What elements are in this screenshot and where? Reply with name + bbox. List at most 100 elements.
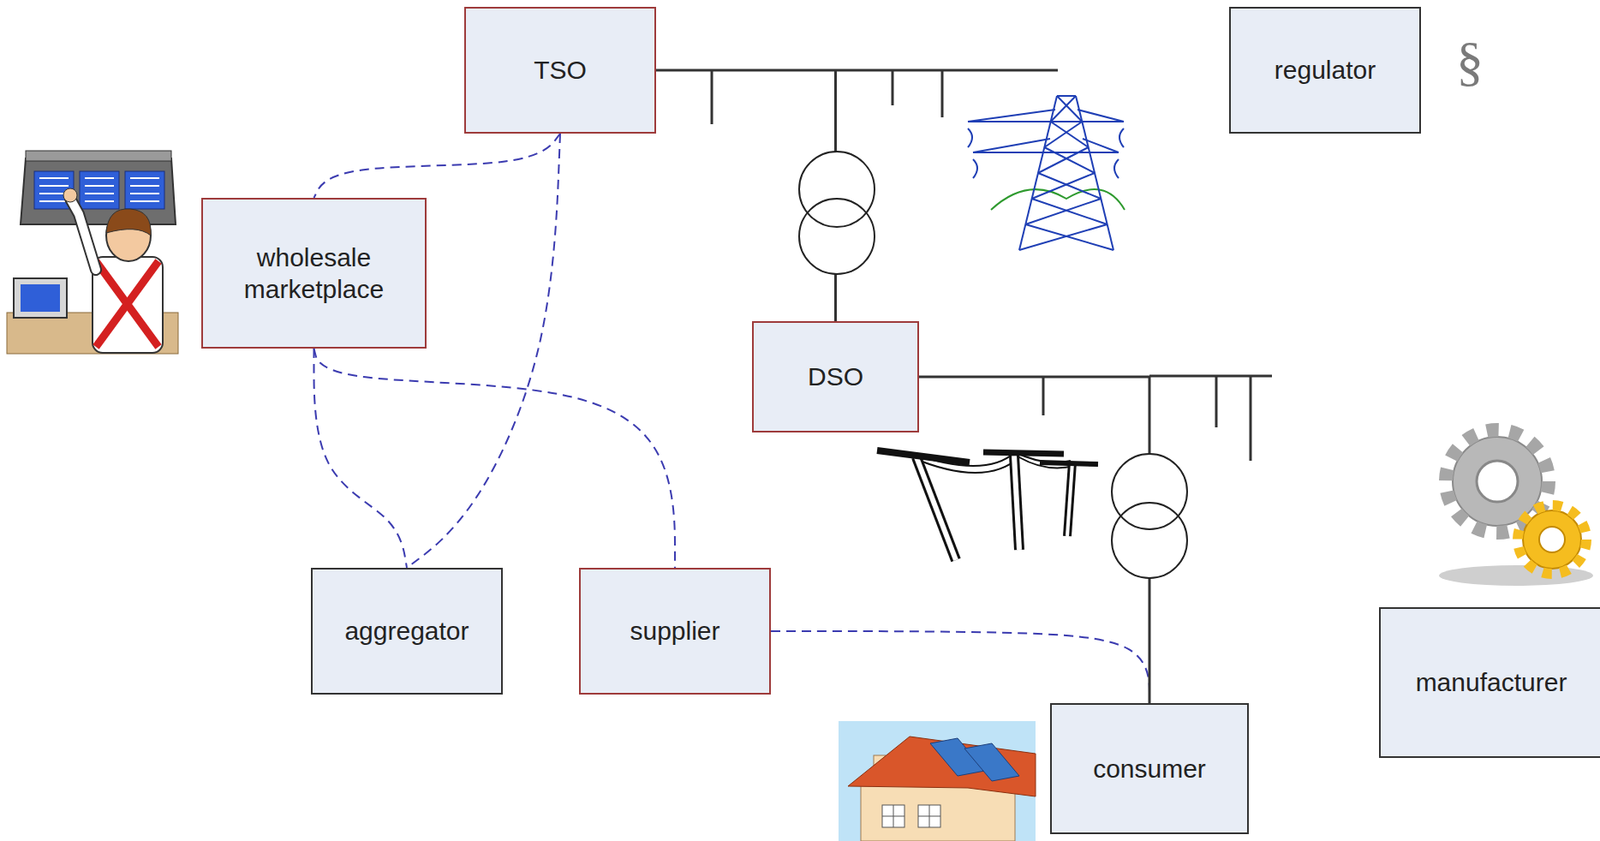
transformer-symbol bbox=[799, 151, 875, 275]
node-label: supplier bbox=[629, 614, 720, 648]
regulator-box: regulator bbox=[1229, 6, 1421, 134]
operator-illustration-part bbox=[106, 209, 151, 262]
pylon-illustration-part-part bbox=[1025, 198, 1101, 225]
transmission-bus-part bbox=[941, 70, 944, 118]
house-illustration-part bbox=[838, 721, 1036, 841]
gears-illustration-part bbox=[1539, 526, 1565, 553]
pylon-illustration-part-part bbox=[1025, 224, 1114, 251]
operator-illustration bbox=[6, 150, 179, 354]
operator-illustration-part bbox=[106, 208, 151, 236]
pylon-illustration-part-part bbox=[1050, 95, 1076, 122]
pylon-illustration-part bbox=[967, 128, 1124, 179]
pylon-illustration-part-part bbox=[1032, 173, 1095, 199]
gears-illustration bbox=[1438, 429, 1594, 586]
poles-illustration-part bbox=[1014, 455, 1020, 550]
pylon-illustration-part bbox=[1056, 95, 1076, 97]
relation-connector bbox=[406, 133, 561, 568]
manufacturer-box: manufacturer bbox=[1379, 607, 1600, 759]
poles-illustration-part bbox=[1039, 462, 1099, 465]
house-illustration bbox=[838, 721, 1036, 841]
poles-illustration-part bbox=[1014, 455, 1020, 550]
pylon-illustration-part-part bbox=[1032, 198, 1108, 225]
poles-illustration-part bbox=[1067, 462, 1073, 537]
distribution-bus-part bbox=[1042, 376, 1045, 416]
distribution-bus-part bbox=[1249, 376, 1253, 461]
node-label: regulator bbox=[1274, 53, 1376, 87]
poles-illustration-part bbox=[916, 457, 956, 561]
consumer-box: consumer bbox=[1050, 703, 1249, 835]
operator-illustration-part bbox=[79, 171, 120, 209]
pylon-illustration-part-part bbox=[1038, 147, 1089, 174]
house-illustration-part bbox=[882, 805, 941, 828]
operator-illustration-part-part bbox=[39, 177, 69, 180]
market-box: wholesale marketplace bbox=[201, 197, 427, 349]
operator-illustration-part bbox=[20, 158, 176, 225]
relation-connector bbox=[314, 348, 408, 568]
pylon-illustration-part bbox=[1019, 95, 1057, 251]
operator-illustration-part bbox=[95, 261, 159, 347]
gears-illustration-part bbox=[1452, 436, 1542, 526]
transmission-bus-part bbox=[891, 70, 895, 106]
poles-illustration-part bbox=[911, 457, 1075, 473]
transformer-symbol bbox=[1111, 453, 1188, 579]
relation-connector bbox=[314, 133, 562, 198]
grid-line bbox=[656, 70, 836, 322]
grid-line bbox=[919, 376, 1150, 704]
poles-illustration-part bbox=[1067, 462, 1073, 537]
pylon-illustration-part-part bbox=[1050, 121, 1089, 148]
operator-illustration-part bbox=[20, 284, 60, 312]
gears-illustration-part bbox=[1522, 510, 1582, 569]
tso-box: TSO bbox=[464, 6, 657, 134]
node-label: DSO bbox=[807, 360, 864, 394]
transformer-symbol-part bbox=[1111, 502, 1188, 579]
transformer-symbol-part bbox=[1111, 453, 1188, 530]
pylon-illustration-part bbox=[991, 189, 1125, 210]
pylon-illustration-part-part bbox=[1019, 224, 1108, 251]
house-illustration-part bbox=[882, 805, 905, 828]
operator-illustration-part bbox=[39, 178, 160, 202]
transmission-bus-part bbox=[710, 70, 714, 125]
operator-illustration-part bbox=[70, 198, 96, 270]
operator-illustration-part-part bbox=[130, 177, 160, 180]
gears-illustration-part bbox=[1476, 460, 1518, 502]
operator-illustration-part-part bbox=[84, 192, 114, 195]
pylon-illustration-part bbox=[973, 151, 1119, 154]
pylon-illustration-part bbox=[967, 120, 1124, 123]
operator-illustration-part-part bbox=[130, 192, 160, 195]
node-label: aggregator bbox=[344, 614, 469, 648]
operator-illustration-part-part bbox=[130, 185, 160, 187]
poles-illustration bbox=[877, 450, 1099, 561]
distribution-bus bbox=[1043, 376, 1272, 461]
operator-illustration-part bbox=[34, 171, 74, 209]
section-symbol: § bbox=[1456, 34, 1484, 90]
gears-illustration-part bbox=[1517, 505, 1587, 574]
transformer-symbol-part bbox=[799, 198, 875, 275]
aggregator-box: aggregator bbox=[310, 567, 503, 695]
house-illustration-part bbox=[860, 781, 1015, 841]
pylon-illustration-part-part bbox=[1044, 147, 1095, 174]
supplier-box: supplier bbox=[579, 567, 771, 695]
node-label: consumer bbox=[1092, 752, 1206, 786]
gears-illustration-part bbox=[1445, 429, 1549, 533]
pylon-illustration-part bbox=[1075, 95, 1114, 251]
house-illustration-part bbox=[930, 738, 986, 777]
operator-illustration-part bbox=[125, 171, 165, 209]
pylon-illustration-part-part bbox=[1038, 173, 1101, 199]
house-illustration-part bbox=[873, 755, 886, 785]
distribution-bus-part bbox=[1215, 376, 1218, 428]
distribution-bus-part bbox=[1149, 375, 1272, 378]
operator-illustration-part-part bbox=[130, 200, 160, 203]
node-label: wholesale marketplace bbox=[211, 241, 417, 306]
transformer-symbol-part bbox=[799, 151, 875, 227]
operator-illustration-part-part bbox=[84, 177, 114, 180]
operator-illustration-part bbox=[63, 188, 78, 203]
relation-connector bbox=[314, 348, 676, 568]
operator-illustration-part-part bbox=[39, 185, 69, 187]
operator-illustration-part bbox=[25, 150, 172, 162]
gears-illustration-part bbox=[1438, 565, 1594, 586]
poles-illustration-part bbox=[916, 457, 956, 561]
pylon-illustration-part bbox=[1019, 95, 1114, 251]
operator-illustration-part bbox=[70, 198, 96, 270]
operator-illustration-part bbox=[92, 256, 163, 353]
